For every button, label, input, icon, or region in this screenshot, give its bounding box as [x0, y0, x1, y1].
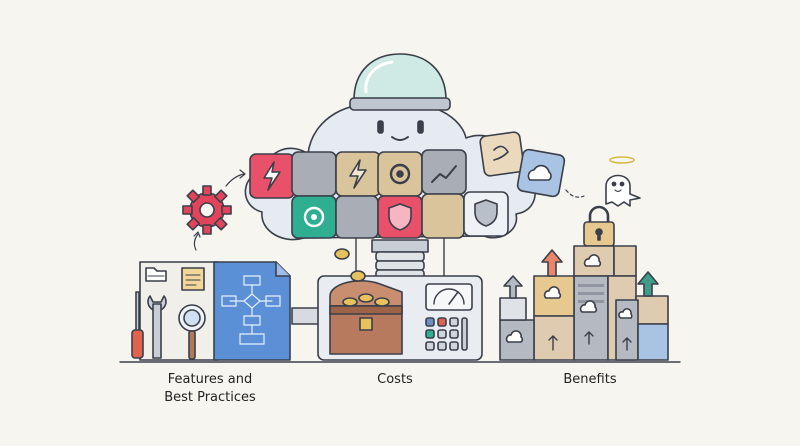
- puzzle-shield-light: [463, 191, 509, 237]
- robot-cloud-group: [244, 53, 566, 280]
- caption-benefits-text: Benefits: [563, 372, 617, 387]
- caption-benefits: Benefits: [520, 371, 660, 389]
- arrow-up-left: [193, 233, 199, 251]
- caption-features-line1: Features and: [167, 372, 253, 387]
- caption-costs: Costs: [340, 371, 450, 389]
- benefits-group: [499, 156, 669, 361]
- arrow-curl: [565, 189, 585, 198]
- caption-features-line2: Best Practices: [164, 390, 256, 405]
- puzzle-floating-blue: [516, 148, 566, 198]
- puzzle-shield-red: [377, 195, 423, 239]
- magnifier-icon: [178, 304, 206, 360]
- box-stack: [499, 245, 669, 361]
- shield-icon: [388, 203, 412, 231]
- puzzle-lightning-red: [249, 153, 295, 199]
- puzzle-floating-tan: [479, 131, 525, 177]
- cloud-icon: [527, 164, 552, 181]
- puzzle-trend-gray: [421, 149, 467, 195]
- up-arrow-icon: [503, 249, 659, 299]
- robot-neck: [355, 235, 445, 280]
- puzzle-lightning-tan: [335, 151, 381, 197]
- folder-icon: [145, 267, 167, 282]
- puzzle-gear-teal: [291, 195, 337, 239]
- keypad-icon: [425, 317, 468, 351]
- puzzle-gray-2: [335, 195, 379, 239]
- padlock-icon: [583, 205, 615, 247]
- puzzle-gear-tan: [377, 151, 423, 197]
- puzzle-gray-1: [291, 151, 337, 197]
- caption-costs-text: Costs: [377, 372, 413, 387]
- treasure-chest-icon: [329, 248, 403, 355]
- arrow-to-cloud: [225, 173, 245, 187]
- features-group: [131, 169, 323, 361]
- screwdriver-icon: [131, 291, 144, 359]
- wrench-icon: [147, 295, 167, 359]
- gear-icon: [182, 185, 232, 235]
- caption-features: Features and Best Practices: [135, 371, 285, 407]
- gauge-icon: [425, 283, 473, 311]
- ghost-icon: [605, 156, 641, 207]
- puzzle-tan-2: [421, 193, 465, 239]
- costs-group: [317, 248, 483, 361]
- coin-icon: [334, 248, 390, 307]
- dome-icon: [349, 53, 451, 111]
- note-icon: [181, 267, 205, 291]
- flowchart-icon: [213, 261, 291, 361]
- robot-face-icon: [377, 120, 424, 141]
